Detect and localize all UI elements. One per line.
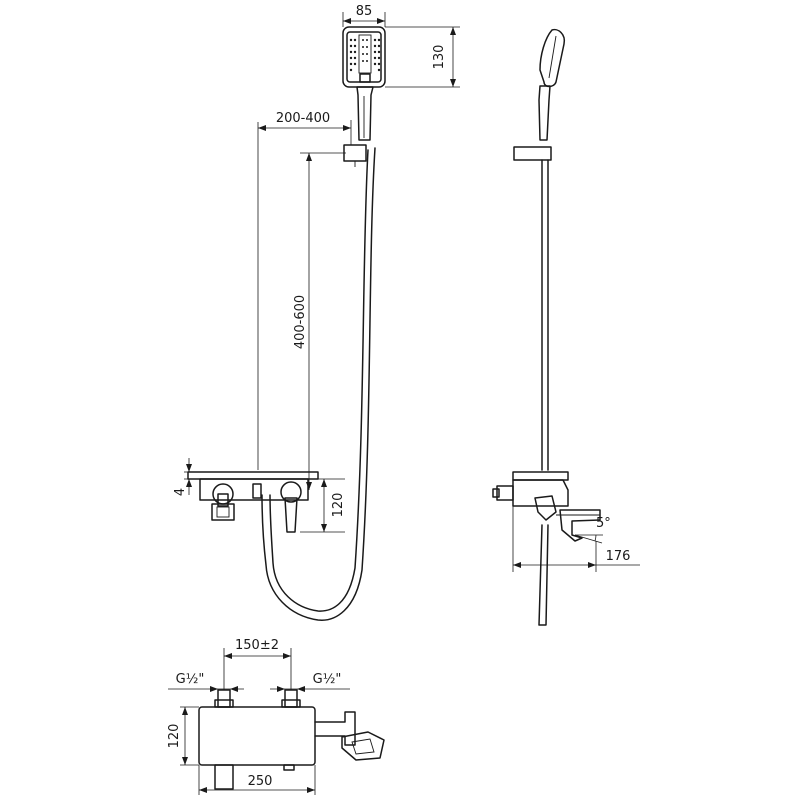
side-holder [513,146,552,161]
side-spout [559,509,601,542]
wall-plate [187,471,319,480]
top-mixer-body [198,706,316,766]
dim-head-height-label: 130 [432,45,447,70]
side-mixer-body [512,479,569,507]
dim-body-depth-label: 120 [167,724,182,749]
dim-inlet-spacing: 150±2 [223,638,292,690]
dim-rail-height: 400-600 [293,152,346,490]
side-wall-plate [512,471,569,481]
dim-holder-offset-label: 200-400 [276,111,330,126]
dim-holder-offset: 200-400 [257,111,352,470]
dim-projection: 176 [512,506,640,572]
dim-spout-angle-label: 5° [596,516,611,531]
shower-holder [343,144,367,162]
dim-body-width: 250 [198,765,316,795]
dim-rail-height-label: 400-600 [293,295,308,349]
dim-head-width: 85 [342,4,386,27]
dim-thread-right: G½" [270,672,350,692]
top-view: 150±2 G½" G½" 120 [167,638,385,795]
dim-wall-plate: 4 [173,458,200,496]
dim-mixer-height: 120 [300,478,346,533]
side-shower-handle [538,85,551,141]
dim-head-height: 130 [385,26,460,88]
dim-projection-label: 176 [606,549,631,564]
dim-wall-plate-label: 4 [173,488,188,496]
side-rail [541,159,549,471]
shower-head [342,26,386,88]
shower-handle [356,86,374,141]
spray-nozzles [349,38,381,72]
left-inlet [217,689,231,708]
dim-mixer-height-label: 120 [331,493,346,518]
shower-hose [261,147,376,621]
dim-body-width-label: 250 [248,774,273,789]
dim-body-depth: 120 [167,706,199,766]
dim-thread-left: G½" [168,672,244,692]
top-outlet [314,711,356,746]
dim-thread-right-label: G½" [313,672,342,687]
dim-head-width-label: 85 [356,4,373,19]
mixer-body [199,478,309,533]
side-view: 5° 176 [492,28,640,626]
right-inlet [284,689,298,708]
dim-spout-angle: 5° [574,516,611,544]
dim-thread-left-label: G½" [176,672,205,687]
top-handle [214,764,234,790]
front-view: 200-400 400-600 4 120 [173,4,460,621]
dim-inlet-spacing-label: 150±2 [235,638,279,653]
